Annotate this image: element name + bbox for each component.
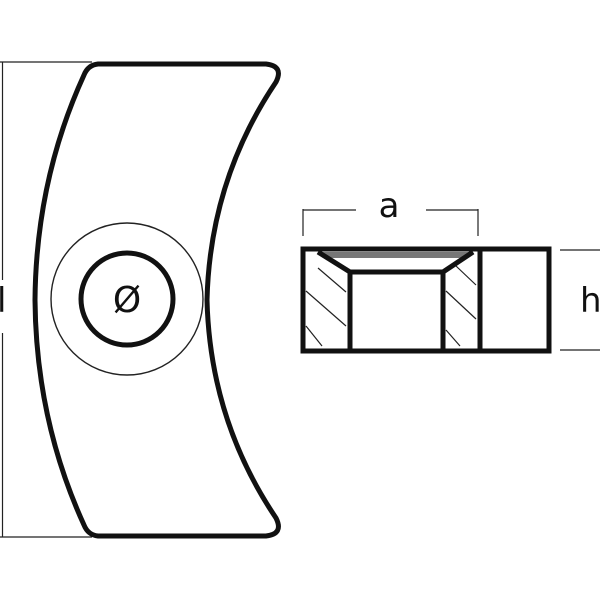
length-dimension	[0, 61, 92, 538]
countersink-outer-circle	[50, 222, 204, 376]
width-label: a	[379, 186, 400, 226]
section-view: a h	[300, 186, 600, 354]
countersink-shade	[318, 252, 473, 258]
height-dimension	[560, 249, 600, 351]
front-view: l Ø	[0, 61, 281, 539]
width-dimension	[302, 209, 479, 236]
length-label: l	[0, 281, 6, 321]
section-hatching	[305, 265, 477, 347]
countersink-left-chamfer	[316, 249, 352, 275]
section-outline	[300, 246, 552, 354]
anode-body-outline	[32, 61, 281, 539]
height-label: h	[580, 281, 600, 321]
hole-diameter-label: Ø	[113, 280, 141, 321]
countersink-right-chamfer	[441, 249, 475, 275]
hole-inner-circle	[78, 250, 176, 348]
